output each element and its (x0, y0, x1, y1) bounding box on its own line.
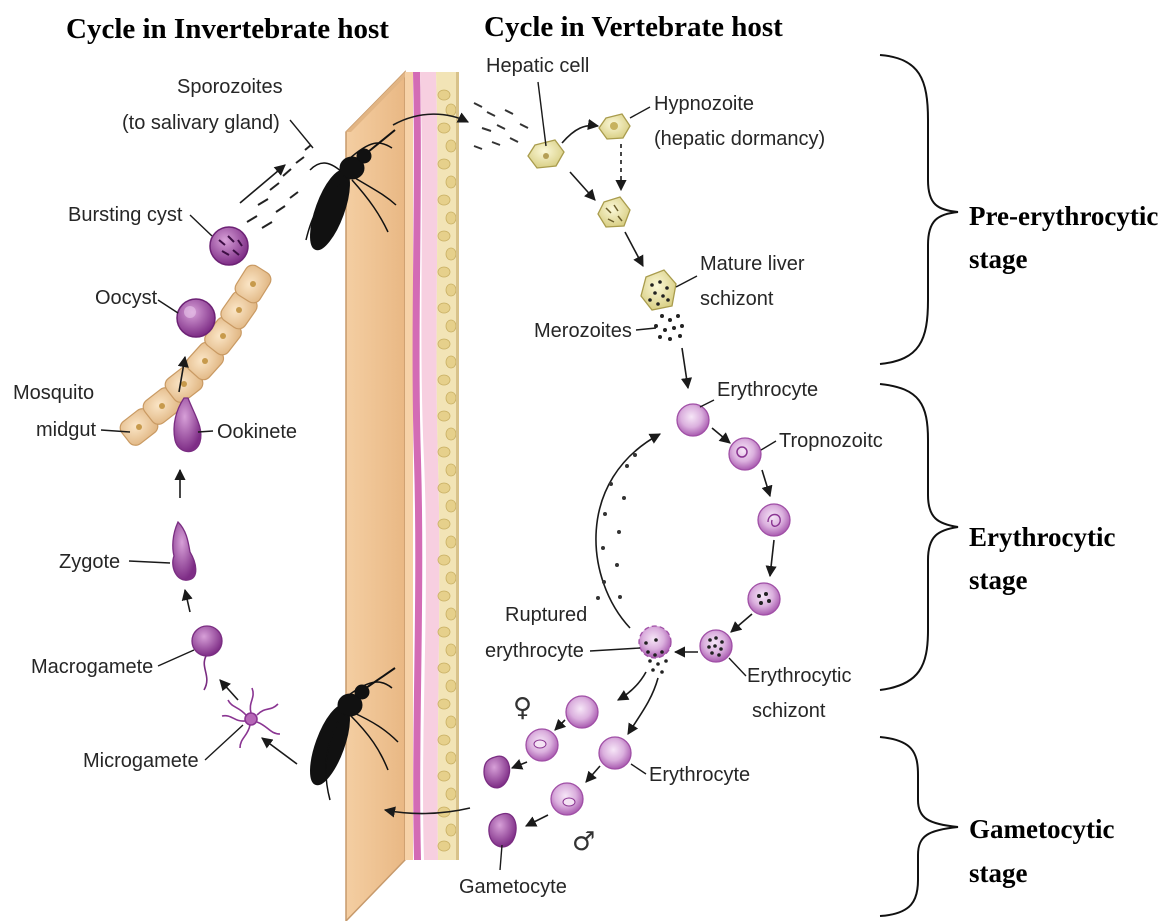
erythrocytic-schizont-icon (700, 630, 732, 662)
label-sporozoites-sub: (to salivary gland) (122, 112, 280, 134)
female-gametocyte-stage1-icon (566, 696, 598, 728)
oocyst-icon (177, 299, 215, 337)
macrogamete-icon (192, 626, 222, 690)
female-gametocyte-mature-icon (484, 756, 510, 788)
male-gametocyte-stage2-icon (551, 783, 583, 815)
mature-liver-schizont-icon (641, 270, 676, 310)
label-ruptured-erythrocyte: erythrocyte (485, 640, 584, 662)
male-gametocyte-mature-icon (489, 813, 516, 846)
merozoite-dots (654, 314, 684, 341)
hypnozoite-icon (599, 114, 630, 139)
label-merozoites: Merozoites (534, 320, 632, 342)
label-microgamete: Microgamete (83, 750, 199, 772)
ruptured-erythrocyte-icon (639, 626, 671, 674)
male-gametocyte-stage1-icon (599, 737, 631, 769)
label-hypnozoite-sub: (hepatic dormancy) (654, 128, 825, 150)
vertebrate-cycle-heading: Cycle in Vertebrate host (484, 11, 783, 43)
label-mature-liver-sub: schizont (700, 288, 774, 310)
label-bursting-cyst: Bursting cyst (68, 204, 183, 226)
hepatic-stage-arrows (562, 126, 688, 388)
label-gametocyte: Gametocyte (459, 876, 567, 898)
label-hypnozoite: Hypnozoite (654, 93, 754, 115)
ring-stage-icon (758, 504, 790, 536)
stage-pre-erythrocytic-sub: stage (969, 244, 1027, 274)
stage-brace-gametocytic (880, 737, 958, 916)
stage-brace-pre-erythrocytic (880, 55, 958, 364)
label-ookinete: Ookinete (217, 421, 297, 443)
early-schizont-icon (748, 583, 780, 615)
stage-erythrocytic-label: Erythrocytic (969, 522, 1115, 552)
erythrocyte-top-icon (677, 404, 709, 436)
sporozoite-particles-left (247, 145, 311, 228)
label-tropnozoite: Tropnozoitс (779, 430, 883, 452)
stage-erythrocytic-sub: stage (969, 565, 1027, 595)
label-erythrocytic-schizont-sub: schizont (752, 700, 826, 722)
label-erythrocyte-top: Erythrocyte (717, 379, 818, 401)
label-hepatic-cell: Hepatic cell (486, 55, 589, 77)
label-ruptured: Ruptured (505, 604, 587, 626)
label-erythrocyte-bottom: Erythrocyte (649, 764, 750, 786)
label-oocyst: Oocyst (95, 287, 158, 309)
label-mosquito: Mosquito (13, 382, 94, 404)
invertebrate-cycle-heading: Cycle in Invertebrate host (66, 13, 389, 45)
label-mature-liver: Mature liver (700, 253, 805, 275)
trophozoite-icon (729, 438, 761, 470)
label-macrogamete: Macrogamete (31, 656, 153, 678)
bursting-cyst-icon (210, 227, 248, 265)
stage-pre-erythrocytic-label: Pre-erythrocytic (969, 201, 1158, 231)
developing-schizont-icon (598, 197, 630, 227)
label-zygote: Zygote (59, 551, 120, 573)
stage-gametocytic-sub: stage (969, 858, 1027, 888)
sporozoite-particles-right (474, 103, 528, 149)
female-gametocyte-stage2-icon (526, 729, 558, 761)
stage-brace-erythrocytic (880, 384, 958, 690)
label-midgut: midgut (36, 419, 96, 441)
female-symbol-icon: ♀ (513, 693, 532, 723)
skin-cross-section (346, 72, 459, 921)
zygote-icon (173, 522, 196, 580)
label-sporozoites: Sporozoites (177, 76, 283, 98)
stage-gametocytic-label: Gametocytic (969, 814, 1114, 844)
label-erythrocytic-schizont: Erythrocytic (747, 665, 851, 687)
microgamete-icon (222, 688, 280, 748)
male-symbol-icon: ♂ (572, 827, 595, 857)
